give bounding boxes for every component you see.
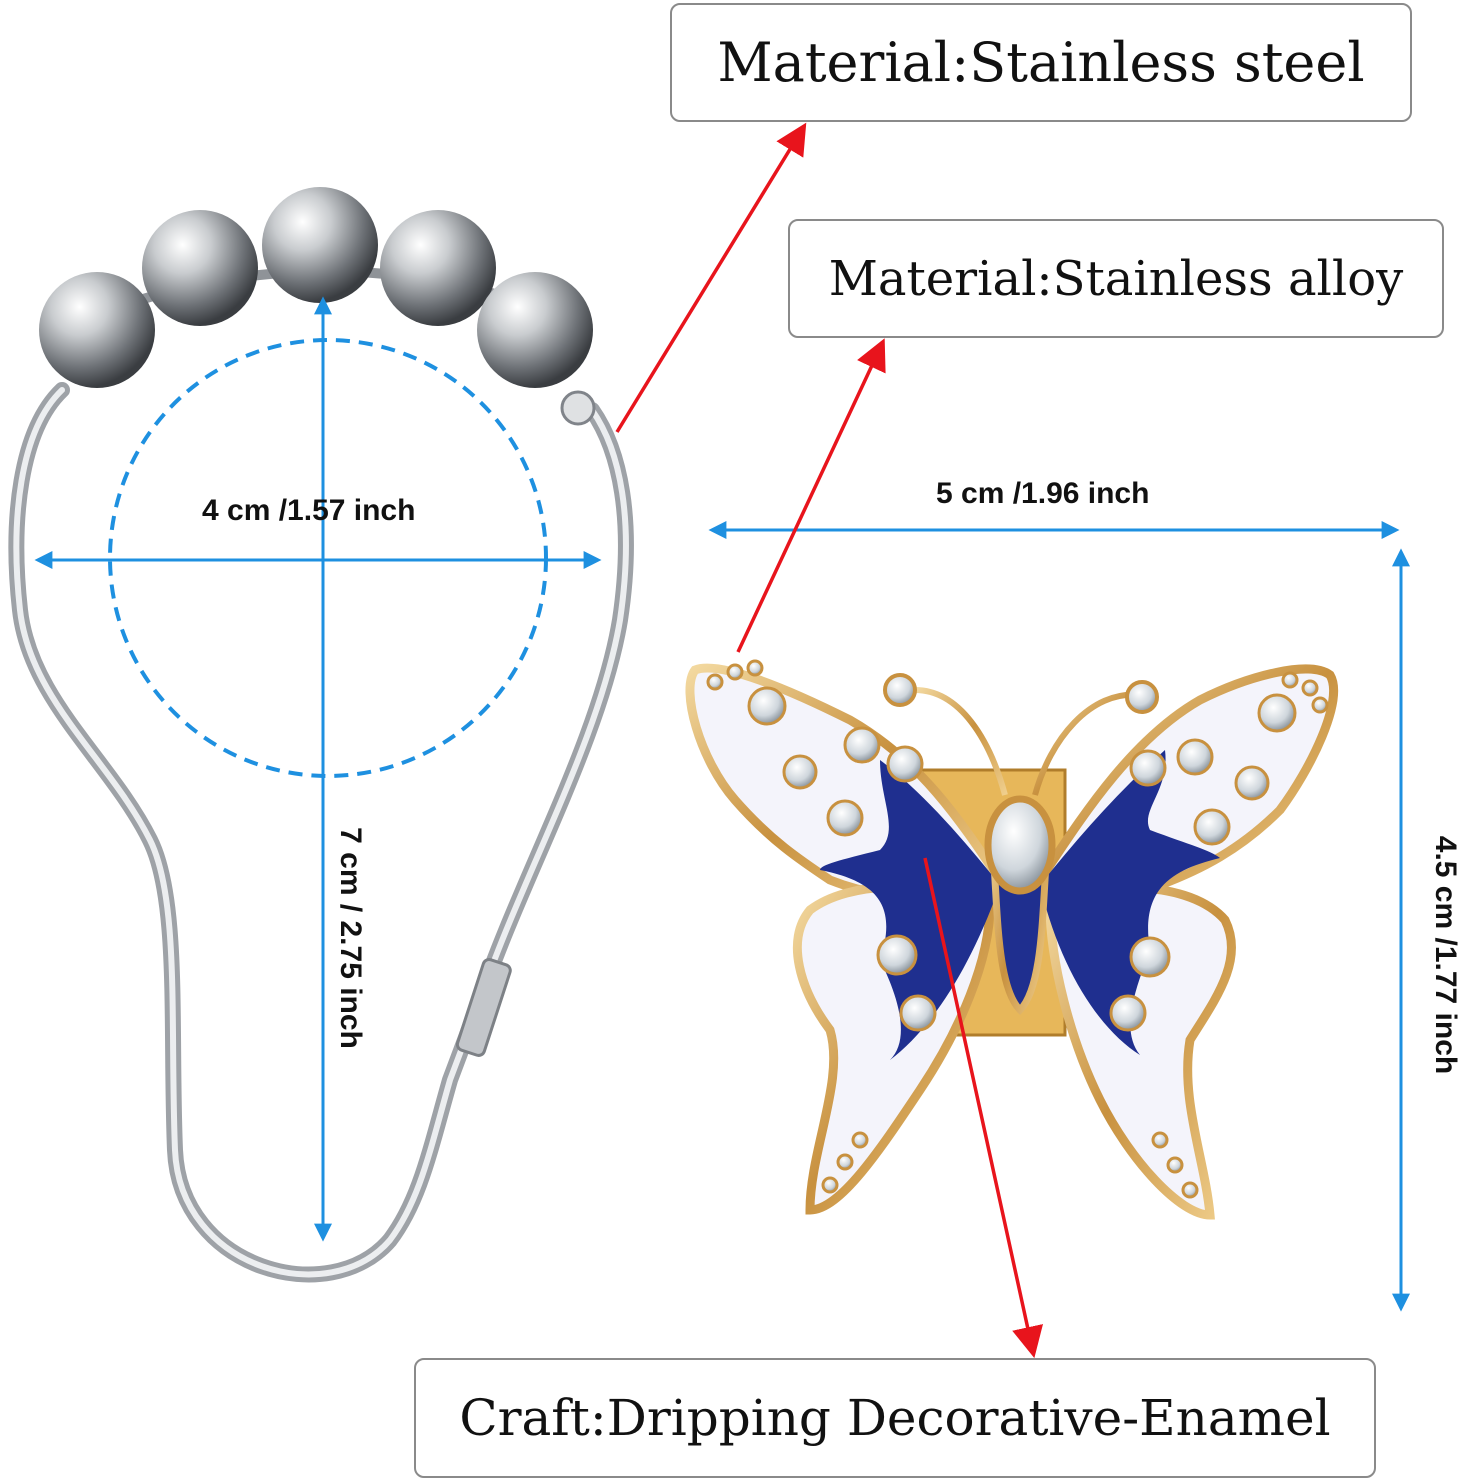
hook-clasp: [455, 958, 512, 1057]
material-alloy-label: Material:Stainless alloy: [788, 219, 1444, 338]
right-blue-enamel: [1040, 750, 1220, 1055]
center-crystal: [984, 795, 1056, 895]
shower-hook: [8, 187, 634, 1283]
roller-ball-2: [142, 210, 258, 326]
material-steel-label: Material:Stainless steel: [670, 3, 1412, 122]
material-alloy-text: Material:Stainless alloy: [828, 250, 1404, 307]
arrow-to-alloy-label: [736, 338, 886, 653]
roller-ball-5: [477, 272, 593, 388]
left-antenna-gem: [883, 673, 917, 707]
hook-width-dimension: 4 cm /1.57 inch: [202, 494, 416, 527]
arrow-to-steel-label: [615, 122, 807, 433]
hook-eyelet: [560, 390, 596, 426]
pointer-arrows: [615, 122, 1044, 1359]
craft-text: Craft:Dripping Decorative-Enamel: [459, 1389, 1331, 1447]
right-antenna-gem: [1125, 680, 1159, 714]
roller-ball-3: [262, 187, 378, 303]
butterfly: [685, 659, 1339, 1220]
left-blue-enamel: [820, 760, 1000, 1060]
butterfly-width-dimension: 5 cm /1.96 inch: [936, 477, 1150, 510]
material-steel-text: Material:Stainless steel: [717, 31, 1365, 94]
arrow-to-craft-label: [923, 857, 1044, 1359]
craft-label: Craft:Dripping Decorative-Enamel: [414, 1358, 1376, 1478]
rhinestones: [706, 659, 1329, 1199]
roller-ball-4: [380, 210, 496, 326]
roller-ball-1: [39, 272, 155, 388]
left-antenna: [914, 687, 1008, 796]
hook-height-dimension: 7 cm / 2.75 inch: [334, 827, 367, 1049]
right-antenna: [1032, 691, 1141, 796]
hook-inner-circle: [108, 338, 548, 778]
hook-dimensions: [34, 296, 602, 1242]
butterfly-dimensions: [708, 521, 1410, 1312]
butterfly-height-dimension: 4.5 cm /1.77 inch: [1429, 835, 1462, 1075]
